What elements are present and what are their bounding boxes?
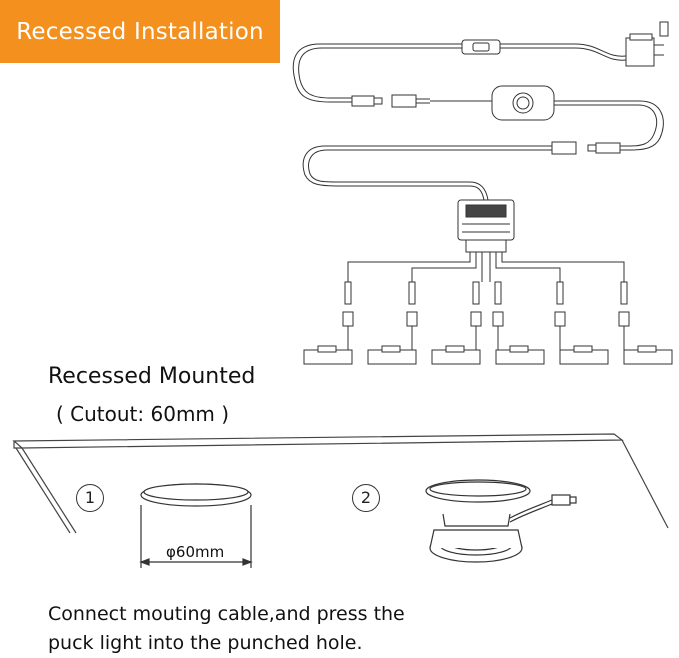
dc-socket-icon	[391, 94, 430, 108]
banner-title: Recessed Installation	[16, 18, 264, 45]
puck-light-icon	[554, 281, 609, 365]
instruction-caption: Connect mouting cable,and press the puck…	[48, 600, 468, 658]
dimmer-icon	[491, 85, 555, 121]
puck-light-install-icon	[425, 479, 577, 563]
dc-plug-icon	[351, 95, 383, 107]
power-adapter-icon	[625, 21, 669, 67]
step-1-badge: 1	[76, 484, 104, 512]
puck-light-icon	[431, 281, 482, 365]
caption-line-1: Connect mouting cable,and press the	[48, 603, 405, 625]
distributor-box-icon	[457, 199, 515, 253]
cabinet-panel	[12, 433, 669, 534]
puck-light-icon	[492, 281, 545, 365]
caption-line-2: puck light into the punched hole.	[48, 632, 363, 654]
diameter-label: φ60mm	[166, 543, 225, 561]
puck-light-icon	[367, 281, 418, 365]
puck-light-icon	[618, 281, 673, 365]
section-banner: Recessed Installation	[0, 0, 280, 63]
puck-light-icon	[303, 281, 354, 365]
cutout-size: ( Cutout: 60mm )	[56, 402, 230, 426]
inline-switch-icon	[461, 39, 501, 55]
mounting-heading: Recessed Mounted	[48, 364, 256, 389]
step-2-badge: 2	[352, 484, 380, 512]
cutout-hole-icon	[139, 483, 253, 568]
dc-plug-pair-icon	[551, 141, 621, 155]
